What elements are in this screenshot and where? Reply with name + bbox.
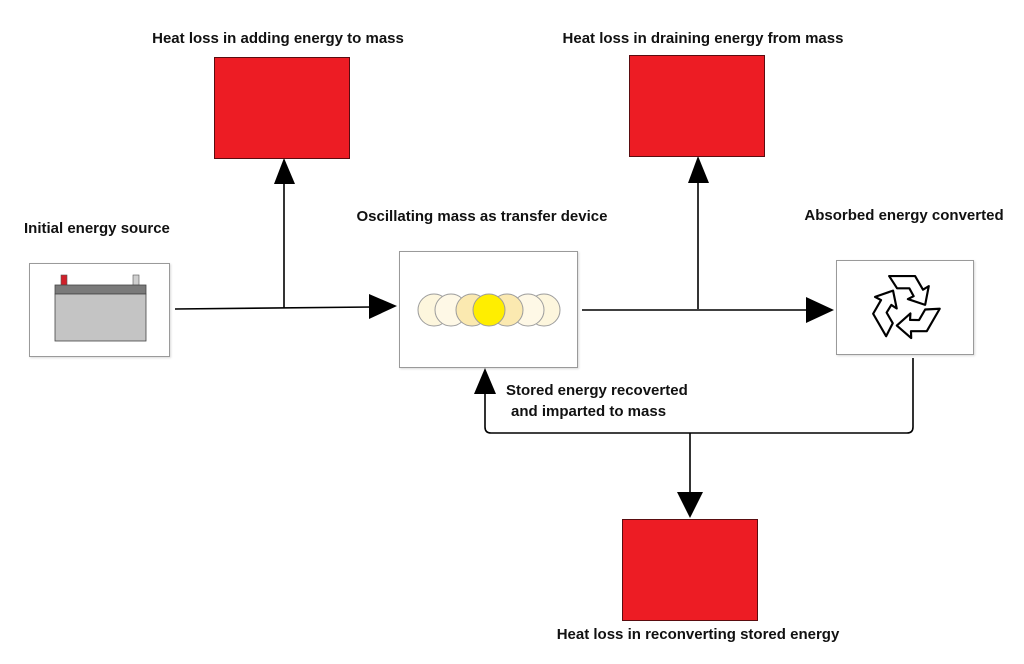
arrowhead-heat-loss-reconverting <box>677 492 703 518</box>
battery-terminal-positive <box>60 274 68 287</box>
initial-source-box <box>29 263 170 357</box>
converter-box <box>836 260 974 355</box>
battery-body <box>54 293 147 342</box>
stored-recovered-label-line2: and imparted to mass <box>511 403 667 420</box>
arrowhead-back-to-mass <box>474 368 496 394</box>
oscillating-mass-label: Oscillating mass as transfer device <box>356 208 608 225</box>
arrowhead-heat-loss-adding <box>274 158 295 184</box>
arrowhead-heat-loss-draining <box>688 156 709 183</box>
connector-lines <box>174 183 914 492</box>
heat-loss-draining-box <box>629 55 765 157</box>
oscillating-mass-icon <box>417 293 561 327</box>
source-to-mass-line <box>174 306 373 310</box>
arrowheads <box>274 156 834 518</box>
battery-top-band <box>54 284 147 295</box>
initial-source-label: Initial energy source <box>24 220 170 237</box>
heat-loss-reconverting-box <box>622 519 758 621</box>
absorbed-converted-label: Absorbed energy converted <box>804 207 1004 224</box>
battery-terminal-negative <box>132 274 140 287</box>
oscillating-mass-box <box>399 251 578 368</box>
battery-icon <box>54 274 147 342</box>
heat-loss-adding-label: Heat loss in adding energy to mass <box>152 30 404 47</box>
return-loop-line <box>484 358 914 434</box>
recycle-icon <box>865 274 941 345</box>
stored-recovered-label-line1: Stored energy recoverted <box>506 382 688 399</box>
heat-loss-adding-box <box>214 57 350 159</box>
arrowhead-into-mass <box>369 294 397 319</box>
mass-center <box>472 293 506 327</box>
arrowhead-into-converter <box>806 297 834 323</box>
heat-loss-reconverting-label: Heat loss in reconverting stored energy <box>556 626 840 643</box>
heat-loss-draining-label: Heat loss in draining energy from mass <box>562 30 844 47</box>
